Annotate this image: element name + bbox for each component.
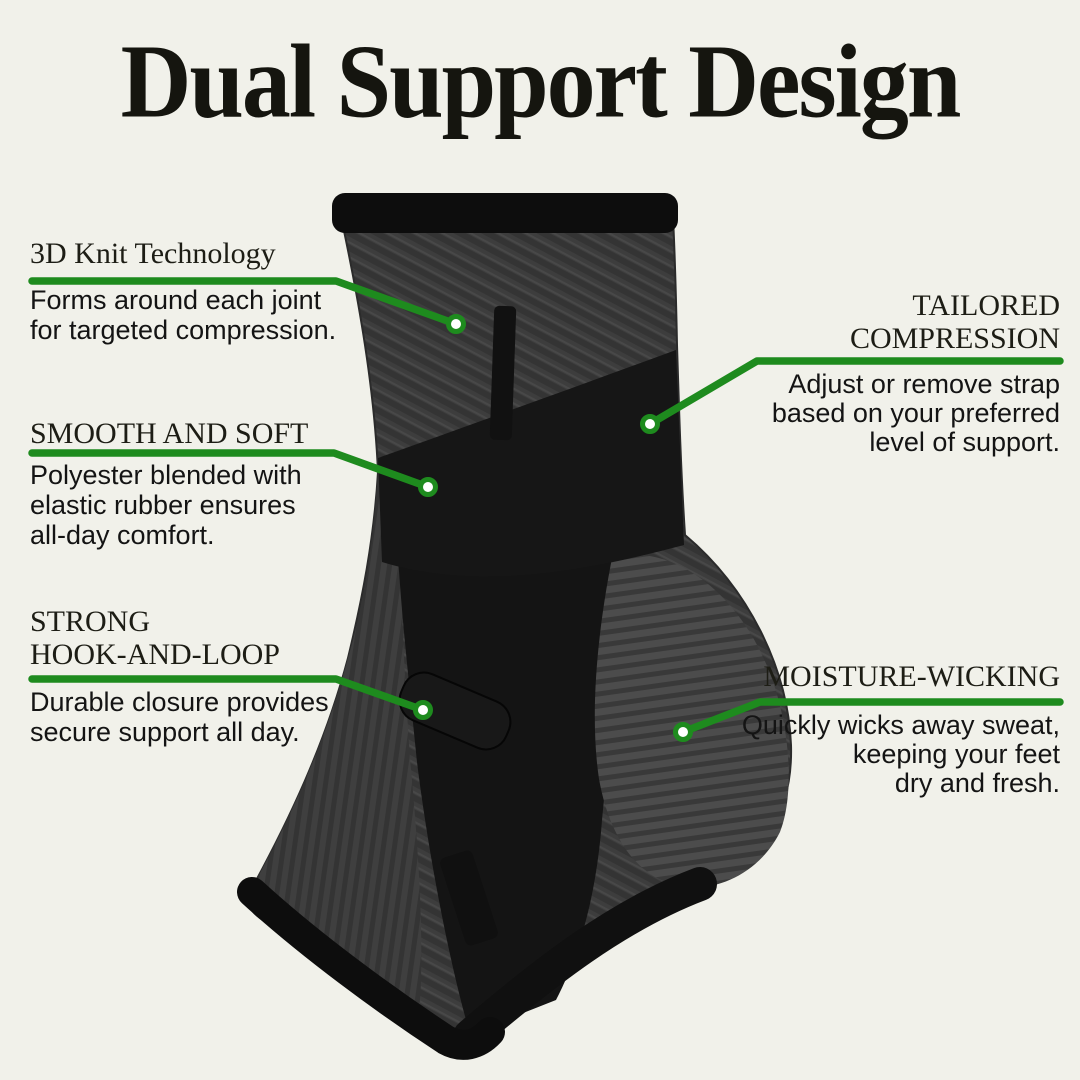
page-title: Dual Support Design <box>120 24 962 141</box>
callout-dot-moisture <box>673 722 693 742</box>
desc-line: Durable closure provides <box>30 687 329 717</box>
heading-line: MOISTURE-WICKING <box>763 660 1060 693</box>
callout-heading-3d-knit: 3D Knit Technology <box>30 237 276 270</box>
callout-desc-smooth: Polyester blended with elastic rubber en… <box>30 460 302 550</box>
callout-line-hook <box>28 675 427 714</box>
desc-line: Adjust or remove strap <box>788 369 1060 399</box>
heel-panel <box>594 554 789 888</box>
desc-line: level of support. <box>869 427 1060 457</box>
desc-line: dry and fresh. <box>894 768 1060 798</box>
desc-line: Quickly wicks away sweat, <box>741 710 1060 740</box>
heading-line: COMPRESSION <box>849 322 1060 355</box>
top-cuff <box>332 193 678 233</box>
desc-line: Polyester blended with <box>30 460 302 490</box>
callout-line-smooth <box>28 449 432 491</box>
callout-dot-3d-knit <box>446 314 466 334</box>
shin-panel <box>248 470 422 1030</box>
toe-binding <box>237 877 505 1060</box>
callout-desc-moisture: Quickly wicks away sweat, keeping your f… <box>742 711 1060 798</box>
callout-heading-hook: STRONG HOOK-AND-LOOP <box>30 605 280 671</box>
desc-line: secure support all day. <box>30 717 300 747</box>
callout-desc-3d-knit: Forms around each joint for targeted com… <box>30 285 336 345</box>
heading-line: SMOOTH AND SOFT <box>30 417 309 450</box>
callout-heading-smooth: SMOOTH AND SOFT <box>30 417 308 450</box>
callout-line-tailored <box>646 357 1064 428</box>
shin-stripe <box>489 305 517 441</box>
callout-line-moisture <box>679 698 1064 736</box>
callout-desc-tailored: Adjust or remove strap based on your pre… <box>772 370 1060 457</box>
hook-and-loop-tab <box>398 671 512 751</box>
callout-desc-hook: Durable closure provides secure support … <box>30 687 329 747</box>
desc-line: Forms around each joint <box>30 285 322 315</box>
desc-line: elastic rubber ensures <box>30 490 296 520</box>
heading-line: TAILORED <box>912 289 1060 322</box>
callout-line-3d-knit <box>28 277 460 328</box>
cross-strap <box>378 350 684 577</box>
heading-line: 3D Knit Technology <box>30 237 276 270</box>
callout-dot-hook <box>413 700 433 720</box>
callout-heading-tailored: TAILORED COMPRESSION <box>850 289 1060 355</box>
callout-dot-tailored <box>640 414 660 434</box>
callout-heading-moisture: MOISTURE-WICKING <box>763 660 1060 693</box>
desc-line: for targeted compression. <box>30 315 337 345</box>
forefoot-strap-detail <box>440 850 498 946</box>
desc-line: keeping your feet <box>852 739 1060 769</box>
desc-line: based on your preferred <box>771 398 1060 428</box>
desc-line: all-day comfort. <box>30 520 215 550</box>
heading-line: STRONG <box>30 605 151 638</box>
heading-line: HOOK-AND-LOOP <box>30 638 280 671</box>
callout-dot-smooth <box>418 477 438 497</box>
sole-shadow <box>453 867 717 1053</box>
